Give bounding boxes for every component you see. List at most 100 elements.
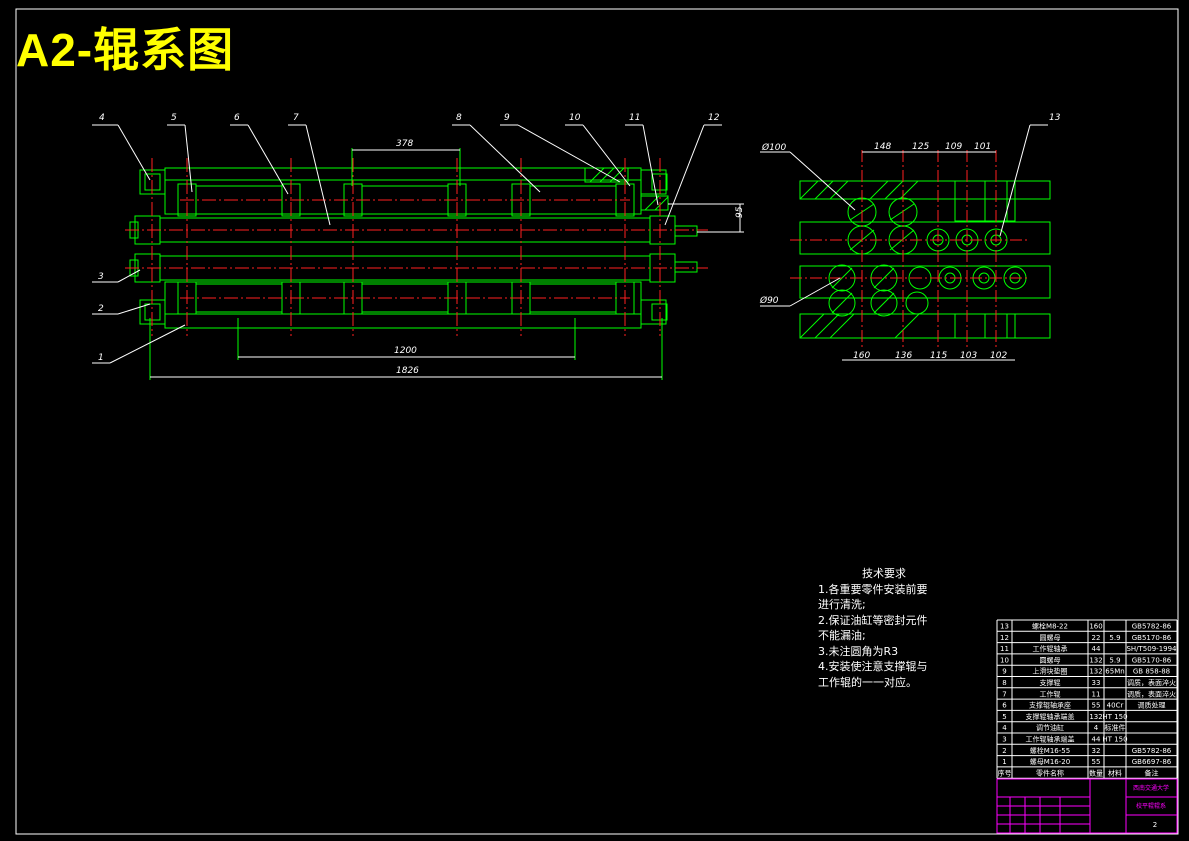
dim-125: 125 (912, 142, 929, 152)
callout-8: 8 (456, 113, 462, 123)
dim-103: 103 (960, 351, 977, 361)
tech-req-line: 1.各重要零件安装前要 (818, 582, 928, 596)
table-cell: 4 (1094, 724, 1099, 732)
tech-req-line: 2.保证油缸等密封元件 (818, 613, 928, 627)
table-cell: 11 (1092, 690, 1101, 698)
side-view (799, 180, 1051, 339)
table-cell: HT 150 (1102, 736, 1127, 744)
table-cell: 32 (1092, 747, 1101, 755)
tech-req-line: 不能漏油; (818, 629, 866, 642)
drawing-title: A2-辊系图 (16, 24, 235, 76)
table-cell: 44 (1092, 645, 1101, 653)
table-cell: 5.9 (1109, 634, 1120, 642)
table-cell: 55 (1092, 702, 1101, 710)
callout-5: 5 (171, 113, 177, 123)
table-cell: GB5170-86 (1132, 634, 1172, 642)
table-cell: 160 (1089, 623, 1102, 631)
table-cell: 7 (1002, 690, 1006, 698)
technical-requirements: 技术要求 1.各重要零件安装前要 进行清洗; 2.保证油缸等密封元件 不能漏油;… (818, 566, 928, 690)
parts-table-grid (996, 619, 1178, 779)
callout-4: 4 (99, 113, 105, 123)
table-header-cell: 序号 (998, 768, 1012, 777)
dim-115: 115 (930, 351, 947, 361)
tech-req-heading: 技术要求 (862, 567, 906, 580)
callout-1: 1 (98, 353, 104, 363)
front-dimensions (92, 124, 744, 378)
callout-2: 2 (98, 304, 104, 314)
table-cell: 螺母M16-20 (1030, 757, 1070, 766)
dim-160: 160 (853, 351, 870, 361)
callout-12: 12 (708, 113, 720, 123)
table-cell: 40Cr (1107, 702, 1124, 710)
table-cell: GB5782-86 (1132, 747, 1172, 755)
table-cell: 支撑辊 (1040, 678, 1061, 687)
table-cell: 工作辊轴承 (1033, 644, 1068, 653)
side-dimensions (760, 124, 1048, 361)
table-cell: SH/T509-1994 (1126, 645, 1177, 653)
table-cell: GB5170-86 (1132, 656, 1172, 664)
callout-11: 11 (629, 113, 640, 123)
dia-90: Ø90 (759, 295, 779, 306)
table-cell: 3 (1002, 736, 1006, 744)
drawing-border (15, 8, 1179, 835)
table-cell: 9 (1002, 668, 1006, 676)
table-cell: 调节油缸 (1036, 723, 1064, 732)
table-cell: 12 (1000, 634, 1009, 642)
tech-req-line: 进行清洗; (818, 598, 866, 611)
upper-frame (164, 167, 642, 215)
dia-100: Ø100 (761, 142, 787, 153)
table-cell: 11 (1000, 645, 1009, 653)
table-cell: 2 (1002, 747, 1006, 755)
table-cell: 4 (1002, 724, 1007, 732)
table-cell: GB5782-86 (1132, 623, 1172, 631)
table-cell: GB6697-86 (1132, 758, 1172, 766)
tech-req-line: 工作辊的一一对应。 (818, 675, 917, 689)
side-labels: Ø100 Ø90 13 148 125 109 101 160 136 115 … (759, 113, 1061, 361)
table-cell: 13 (1000, 623, 1009, 631)
tech-req-line: 4.安装使注意支撑辊与 (818, 660, 928, 673)
table-cell: 132 (1089, 713, 1102, 721)
table-cell: 55 (1092, 758, 1101, 766)
callout-9: 9 (504, 113, 510, 123)
table-cell: 33 (1092, 679, 1101, 687)
table-cell: 8 (1002, 679, 1006, 687)
sheet-number: 2 (1153, 821, 1157, 829)
table-cell: 标准件 (1105, 723, 1126, 732)
table-cell: 螺栓M16-55 (1030, 746, 1070, 755)
table-header-cell: 数量 (1089, 768, 1103, 777)
table-cell: HT 150 (1102, 713, 1127, 721)
table-cell: 1 (1002, 758, 1006, 766)
callout-3: 3 (98, 272, 104, 282)
callout-13: 13 (1049, 113, 1061, 123)
side-centerlines (790, 150, 1030, 350)
callout-7: 7 (293, 113, 299, 123)
table-cell: 圆螺母 (1040, 633, 1061, 642)
table-cell: 5 (1002, 713, 1006, 721)
dim-101: 101 (974, 142, 991, 152)
school-name: 西南交通大学 (1133, 784, 1169, 792)
table-header-cell: 备注 (1145, 768, 1159, 777)
table-cell: 上滑块垫圈 (1033, 667, 1068, 676)
table-cell: 5.9 (1109, 656, 1120, 664)
dim-136: 136 (895, 351, 912, 361)
table-cell: 工作辊 (1040, 689, 1061, 698)
table-header-cell: 材料 (1108, 768, 1122, 777)
table-cell: 调质，表面淬火 (1127, 689, 1176, 698)
dim-102: 102 (990, 351, 1007, 361)
table-cell: 螺栓M8-22 (1032, 622, 1068, 631)
dim-148: 148 (874, 142, 891, 152)
tech-req-line: 3.未注圆角为R3 (818, 644, 899, 658)
front-centerlines (125, 158, 708, 336)
table-cell: 支撑辊轴承端盖 (1026, 712, 1075, 721)
front-labels: 4 5 6 7 8 9 10 11 12 3 2 1 378 1200 1826… (98, 113, 745, 376)
drawing-name: 校平辊辊系 (1136, 802, 1166, 810)
callout-10: 10 (569, 113, 581, 123)
table-cell: 工作辊轴承端盖 (1026, 735, 1075, 744)
title-block (996, 778, 1178, 834)
dim-378: 378 (396, 139, 413, 149)
dim-1826: 1826 (396, 366, 419, 376)
table-cell: 65Mn (1105, 668, 1124, 676)
dim-95: 95 (735, 206, 745, 218)
